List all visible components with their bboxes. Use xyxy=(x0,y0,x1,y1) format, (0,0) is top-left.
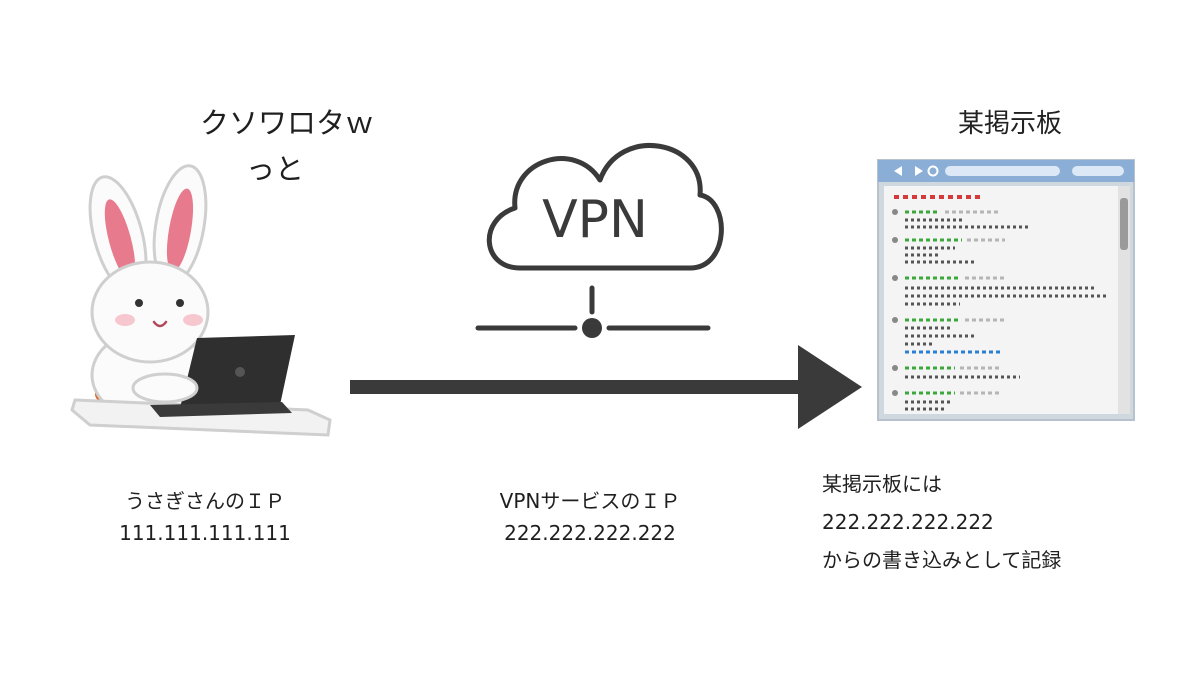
post-2 xyxy=(892,237,1005,264)
rabbit-ear-right-inner xyxy=(166,188,194,272)
speech-text: クソワロタｗ っと xyxy=(200,100,375,192)
laptop-logo xyxy=(235,367,245,377)
vpn-ip-value: 222.222.222.222 xyxy=(504,521,676,545)
scrollbar-thumb xyxy=(1120,198,1128,250)
post-5 xyxy=(892,365,1020,379)
rabbit-cheek-left xyxy=(115,314,135,326)
forward-icon xyxy=(915,166,923,176)
vpn-cloud-icon xyxy=(475,143,724,331)
post-4 xyxy=(892,317,1005,354)
address-bar xyxy=(945,166,1060,176)
post-6 xyxy=(892,390,1000,411)
cloud-outline xyxy=(486,143,724,271)
board-record-line-3: からの書き込みとして記録 xyxy=(822,548,1062,572)
vpn-label: VPN xyxy=(542,190,648,250)
vpn-ip-label: VPNサービスのＩＰ xyxy=(499,489,681,513)
board-title: 某掲示板 xyxy=(957,109,1062,139)
board-record-line-1: 某掲示板には xyxy=(822,472,942,496)
rabbit-ear-left-inner xyxy=(104,199,136,281)
rabbit-arm xyxy=(131,372,199,404)
rabbit-eye-left xyxy=(135,299,143,307)
search-bar xyxy=(1072,166,1124,176)
laptop-base xyxy=(150,402,292,417)
board-browser-window xyxy=(877,159,1135,421)
board-record-ip: 222.222.222.222 xyxy=(822,510,994,534)
post-3 xyxy=(892,275,1108,306)
arrow-head xyxy=(798,345,862,429)
rabbit-cheek-right xyxy=(183,314,203,326)
back-icon xyxy=(894,166,902,176)
rabbit-illustration xyxy=(70,164,332,437)
rabbit-head xyxy=(90,260,210,364)
speech-line-1: クソワロタｗ xyxy=(200,106,375,140)
user-ip-value: 111.111.111.111 xyxy=(119,521,291,545)
rabbit-mouth xyxy=(152,320,168,328)
post-1 xyxy=(892,209,1030,229)
reload-icon xyxy=(927,165,939,177)
vpn-ip-caption: VPNサービスのＩＰ 222.222.222.222 xyxy=(440,485,740,549)
board-record-caption: 某掲示板には 222.222.222.222 からの書き込みとして記録 xyxy=(822,465,1182,579)
user-ip-label: うさぎさんのＩＰ xyxy=(125,489,285,513)
flow-arrow xyxy=(350,345,862,429)
speech-line-2: っと xyxy=(245,152,304,186)
rabbit-eye-right xyxy=(176,299,184,307)
user-ip-caption: うさぎさんのＩＰ 111.111.111.111 xyxy=(60,485,350,549)
network-node xyxy=(582,318,602,338)
arrow-shaft xyxy=(350,380,805,394)
